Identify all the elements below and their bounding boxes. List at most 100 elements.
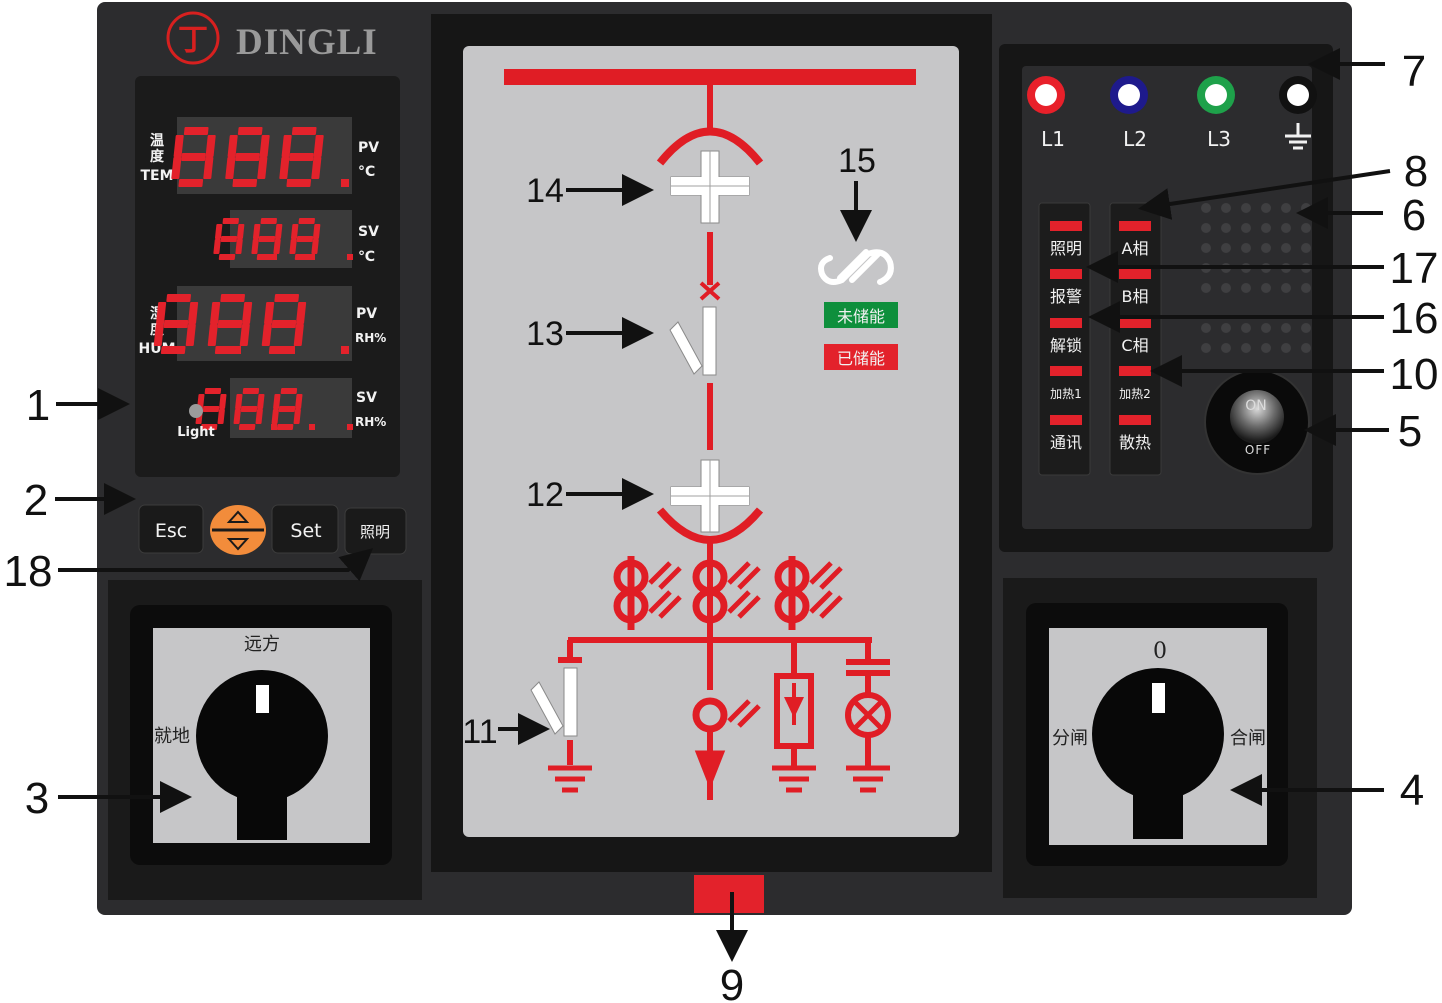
power-switch-on-label: ON: [1245, 398, 1267, 414]
indicator-left-1: 照明: [1050, 221, 1082, 258]
set-key[interactable]: Set: [271, 504, 339, 554]
callout-arrows: [55, 48, 1391, 962]
power-switch[interactable]: ON OFF: [1204, 369, 1310, 475]
upper-contact-arc: [656, 127, 764, 166]
main-busbar: [504, 69, 916, 85]
callout-14: 14: [526, 172, 564, 210]
spring-uncharged-badge: 未储能: [824, 302, 898, 328]
phase-lights: [1027, 76, 1317, 114]
light-label: Light: [177, 425, 215, 440]
ground-symbol-2: [772, 765, 816, 793]
up-down-key[interactable]: [210, 505, 266, 555]
right-switch-label-left: 分闸: [1052, 728, 1088, 749]
speaker-grille: [1201, 203, 1311, 353]
light-indicator-led: [189, 404, 203, 418]
readout-4-digit-3: [271, 388, 353, 430]
left-switch-label-left: 就地: [154, 726, 190, 747]
readout-tag-1b: °C: [358, 164, 375, 180]
circuit-breaker-contact: [669, 306, 717, 376]
logo-glyph: 丁: [178, 23, 208, 58]
ground-symbol-3: [846, 765, 890, 793]
brand-logo: 丁: [166, 11, 220, 65]
indicator-label: 散热: [1119, 433, 1151, 452]
svg-text:温: 温: [150, 133, 164, 149]
readout-4-digit-2: [233, 388, 315, 430]
readout-window-tem-sv: [230, 210, 352, 268]
ground-icon: [1285, 123, 1311, 150]
indicator-label: C相: [1121, 336, 1148, 355]
arrow-up-icon: [226, 510, 250, 523]
set-key-label: Set: [290, 520, 321, 542]
readout-tag-4b: RH%: [355, 415, 386, 429]
indicator-label: 照明: [1050, 239, 1082, 258]
indicator-left-5: 通讯: [1050, 415, 1082, 452]
svg-text:未储能: 未储能: [837, 307, 885, 326]
phase-light-3: [1197, 76, 1235, 114]
phase-light-1: [1027, 76, 1065, 114]
callout-1: 1: [26, 381, 50, 430]
esc-key[interactable]: Esc: [138, 504, 204, 554]
lighting-key[interactable]: 照明: [344, 507, 407, 555]
lower-disconnector-cross: [670, 459, 750, 533]
indicator-label: B相: [1122, 287, 1149, 306]
callout-17: 17: [1390, 244, 1439, 293]
svg-text:度: 度: [150, 148, 165, 165]
indicator-right-3: C相: [1119, 318, 1151, 355]
tem-label: 温 度 TEM: [140, 133, 173, 184]
readout-2-digit-1: [213, 218, 277, 260]
indicator-label: 报警: [1050, 287, 1082, 306]
svg-text:已储能: 已储能: [837, 349, 885, 368]
readout-3-digit-3: [261, 294, 349, 354]
readout-tag-3a: PV: [356, 306, 377, 322]
indicator-label: 加热1: [1050, 387, 1082, 401]
left-switch-label-top: 远方: [244, 634, 280, 655]
indicator-left-3: 解锁: [1050, 318, 1082, 355]
single-line-diagram: [504, 69, 916, 800]
callout-2: 2: [24, 476, 48, 525]
brand-name: DINGLI: [236, 22, 378, 63]
callout-12: 12: [526, 476, 564, 514]
callout-15: 15: [838, 142, 876, 180]
ground-symbol-1: [548, 765, 592, 793]
readout-3-digit-1: [153, 294, 241, 354]
esc-key-label: Esc: [155, 520, 187, 542]
svg-text:TEM: TEM: [140, 168, 173, 184]
left-rotary-knob[interactable]: [196, 670, 328, 840]
spring-icon: [818, 249, 894, 285]
callout-16: 16: [1390, 294, 1439, 343]
callout-8: 8: [1404, 147, 1428, 196]
callout-13: 13: [526, 315, 564, 353]
lighting-key-label: 照明: [360, 523, 390, 541]
indicator-label: 通讯: [1050, 433, 1082, 452]
power-switch-off-label: OFF: [1245, 443, 1271, 457]
phase-label-l1: L1: [1041, 127, 1065, 151]
current-transformers: [613, 556, 843, 630]
indicator-label: 加热2: [1119, 387, 1151, 401]
indicator-left-2: 报警: [1050, 269, 1082, 306]
readout-1-digit-3: [279, 127, 349, 187]
arrow-down-icon: [226, 538, 250, 551]
readout-tag-2b: ℃: [358, 249, 375, 265]
readout-2-digit-2: [251, 218, 315, 260]
upper-disconnector-cross: [670, 150, 750, 224]
callout-numbers: 1 2 3 4 5 6 7 8 9 10 11 12 13 14 15 16 1…: [4, 47, 1439, 1003]
right-switch-label-top: 0: [1153, 639, 1167, 664]
phase-label-l3: L3: [1207, 127, 1231, 151]
callout-6: 6: [1402, 191, 1426, 240]
bottom-red-tab: [694, 875, 764, 913]
callout-5: 5: [1398, 407, 1422, 456]
breaker-x-mark: [699, 281, 721, 301]
right-rotary-knob[interactable]: [1092, 668, 1224, 839]
readout-tag-3b: RH%: [355, 331, 386, 345]
readout-1-digit-1: [171, 127, 241, 187]
right-switch-label-right: 合闸: [1230, 728, 1266, 749]
indicator-left-4: 加热1: [1050, 366, 1082, 401]
indicator-label: A相: [1122, 239, 1149, 258]
callout-18: 18: [4, 547, 53, 596]
indicator-right-4: 加热2: [1119, 366, 1151, 401]
callout-4: 4: [1400, 766, 1424, 815]
phase-light-2: [1110, 76, 1148, 114]
spring-charged-badge: 已储能: [824, 344, 898, 370]
indicator-label: 解锁: [1050, 336, 1082, 355]
